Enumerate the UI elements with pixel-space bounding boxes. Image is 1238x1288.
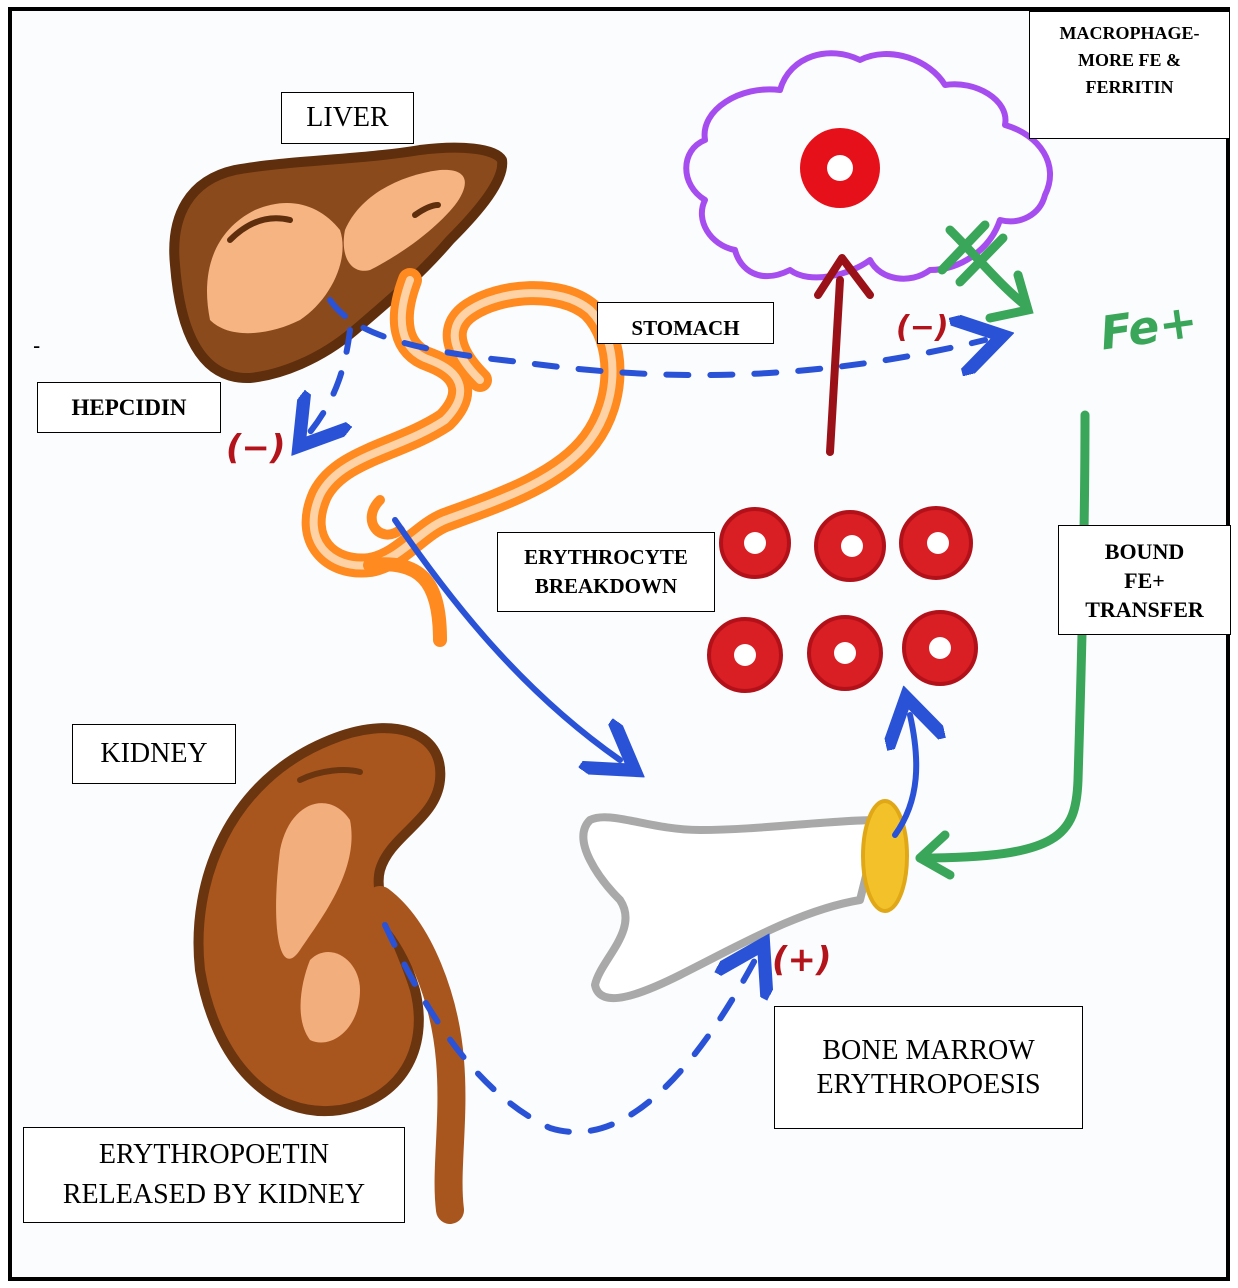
breakdown-arrow [818,258,870,452]
inhibit-annotation-hepcidin: (−) [226,428,286,468]
red-blood-cell-group [709,508,976,691]
bone-marrow-label: BONE MARROW ERYTHROPOESIS [774,1006,1083,1129]
liver-label: LIVER [281,92,414,144]
red-blood-cell-icon [904,612,976,684]
bound-fe-transfer-label: BOUND FE+ TRANSFER [1058,525,1231,635]
macrophage-release-arrow [942,225,1028,318]
macrophage-label: MACROPHAGE- MORE FE & FERRITIN [1029,11,1230,139]
erythropoetin-label: ERYTHROPOETIN RELEASED BY KIDNEY [23,1127,405,1223]
red-blood-cell-icon [721,509,789,577]
inhibit-annotation-macrophage: (−) [896,310,949,345]
kidney-label: KIDNEY [72,724,236,784]
stray-mark: - [33,333,40,359]
red-blood-cell-icon [816,512,884,580]
stimulate-annotation: (+) [772,940,832,980]
hepcidin-label: HEPCIDIN [37,382,221,433]
red-blood-cell-icon [901,508,971,578]
stomach-label: STOMACH [597,302,774,344]
bone-icon [583,801,907,998]
red-blood-cell-icon [809,617,881,689]
red-blood-cell-icon [709,619,781,691]
erythrocyte-breakdown-label: ERYTHROCYTE BREAKDOWN [497,532,715,612]
